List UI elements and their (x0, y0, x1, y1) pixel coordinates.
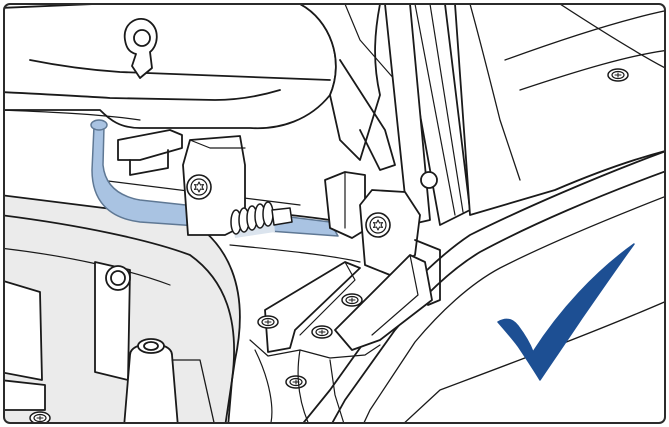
left-bracket (182, 135, 246, 236)
right-bracket (359, 189, 421, 276)
figure-border (3, 3, 666, 424)
checkmark-icon (497, 243, 635, 381)
upper-housing (4, 4, 337, 130)
spring-icon (230, 201, 293, 238)
torx-screw-icon (365, 212, 391, 238)
outer-shell (454, 4, 665, 216)
torx-screw-icon (186, 174, 212, 200)
boss (123, 342, 179, 423)
side-panel (299, 4, 381, 161)
